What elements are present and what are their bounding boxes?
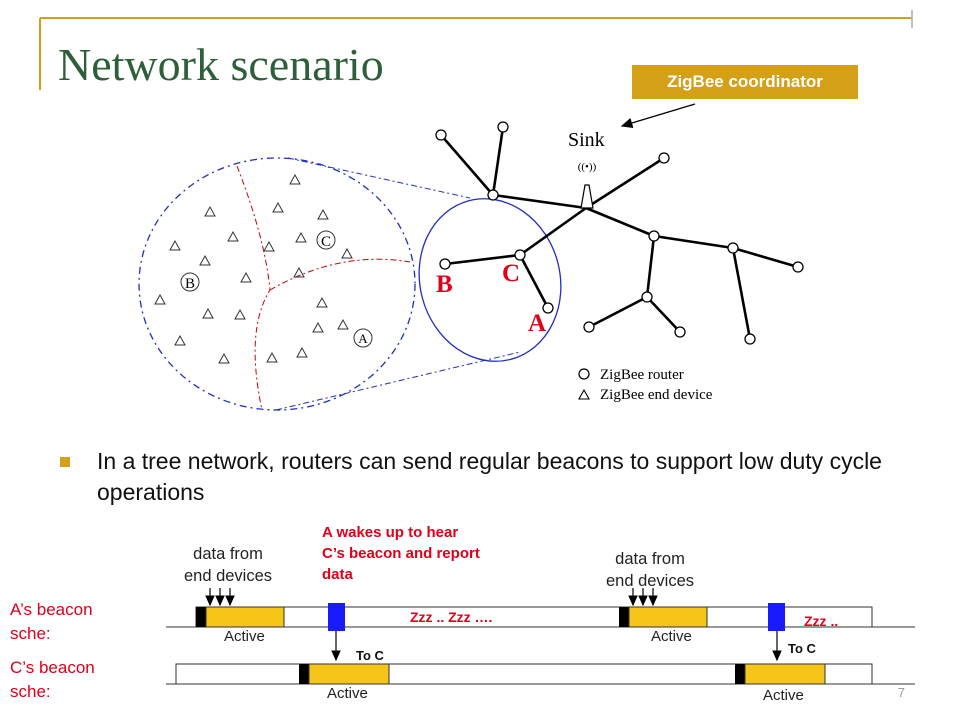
zoom-label-c	[316, 230, 336, 250]
a-active-1	[205, 606, 285, 628]
to-c-label-2: To C	[788, 641, 816, 656]
page-number: 7	[897, 685, 905, 700]
router-nodes	[435, 121, 804, 345]
end-device-triangles	[154, 173, 353, 364]
a-wake-slot-2	[768, 603, 785, 631]
c-beacon-1	[299, 664, 309, 684]
zoom-region-circle	[138, 157, 416, 411]
legend-router-icon	[578, 368, 590, 380]
sink-label: Sink	[568, 129, 605, 151]
bullet-text: In a tree network, routers can send regu…	[97, 448, 882, 505]
coordinator-callout: ZigBee coordinator	[632, 65, 858, 99]
a-row-label: A’s beacon sche:	[10, 600, 93, 643]
sleep-label-1: Zzz .. Zzz ….	[410, 609, 493, 625]
wake-note: A wakes up to hear C’s beacon and report…	[322, 524, 480, 583]
to-c-label-1: To C	[356, 648, 384, 663]
zoom-text-b: B	[185, 276, 195, 292]
c-active-label-2: Active	[763, 687, 804, 704]
coordinator-arrow	[620, 103, 696, 128]
legend-router-label: ZigBee router	[600, 367, 684, 383]
a-active-label-1: Active	[224, 628, 265, 645]
data-from-label-2: data from end devices	[605, 550, 695, 590]
sink-tower-icon	[580, 184, 594, 209]
zoom-text-a: A	[358, 331, 368, 346]
a-active-label-2: Active	[651, 628, 692, 645]
c-active-1	[308, 663, 390, 685]
sink-waves-icon: ((•))	[578, 161, 597, 173]
tree-edges	[440, 126, 799, 340]
selection-ellipse	[418, 198, 562, 362]
legend-end-device-icon	[578, 388, 590, 400]
data-from-label-1: data from end devices	[183, 545, 273, 585]
bullet-marker	[60, 457, 70, 467]
data-arrows	[205, 588, 658, 607]
c-beacon-2	[735, 664, 745, 684]
zoom-label-a	[353, 328, 373, 348]
node-label-a: A	[528, 310, 546, 337]
node-label-b: B	[436, 271, 453, 298]
slide-title: Network scenario	[58, 39, 384, 90]
zoom-text-c: C	[321, 234, 331, 250]
node-label-c: C	[502, 260, 520, 287]
a-beacon-1	[196, 607, 206, 627]
c-row-label: C’s beacon sche:	[10, 658, 95, 701]
zoom-label-b	[180, 272, 200, 292]
zoom-line-top	[287, 157, 471, 199]
a-active-2	[628, 606, 708, 628]
legend-end-device-label: ZigBee end device	[600, 387, 713, 403]
sleep-label-2: Zzz ..	[804, 613, 839, 629]
a-beacon-2	[619, 607, 629, 627]
c-active-2	[744, 663, 826, 685]
a-wake-slot-1	[328, 603, 345, 631]
c-active-label-1: Active	[327, 685, 368, 702]
partition-line-2	[269, 258, 411, 291]
